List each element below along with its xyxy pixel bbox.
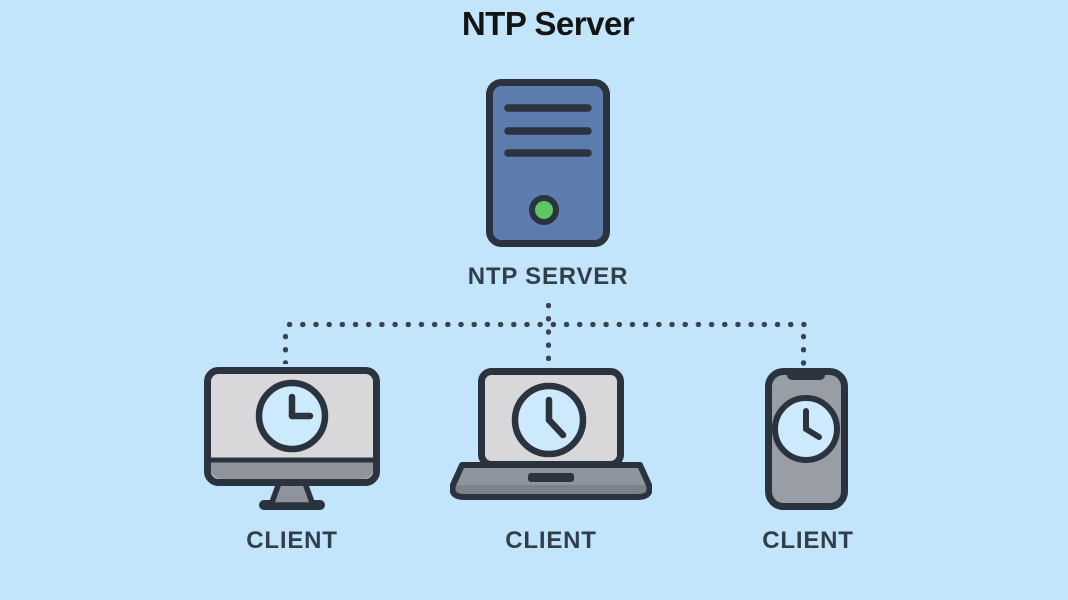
desktop-monitor-svg	[204, 367, 380, 510]
clock-hand-hour	[803, 426, 822, 440]
laptop-base-outline	[449, 462, 653, 500]
laptop-base-lip	[453, 485, 649, 495]
led-light	[535, 201, 553, 219]
connector-drop-left	[282, 330, 289, 364]
client-label: CLIENT	[505, 527, 597, 554]
client-label: CLIENT	[762, 527, 854, 554]
desktop-monitor-icon	[203, 366, 381, 517]
laptop-notch	[528, 473, 574, 482]
smartphone-icon	[763, 366, 851, 519]
server-label: NTP SERVER	[467, 263, 629, 290]
smartphone-svg	[765, 368, 848, 510]
connector-bus-line	[283, 321, 811, 328]
connector-trunk-line	[545, 299, 552, 361]
server-tower-svg	[486, 79, 610, 247]
page-title: NTP Server	[461, 5, 635, 42]
monitor-stand	[268, 480, 316, 508]
laptop-svg	[449, 368, 653, 500]
server-tower-icon	[486, 79, 610, 252]
phone-notch	[787, 369, 825, 380]
connector-drop-right	[800, 330, 807, 368]
clock-hand-hour	[545, 416, 567, 439]
client-label: CLIENT	[246, 527, 338, 554]
laptop-icon	[449, 366, 653, 511]
monitor-bottom-bar	[211, 460, 373, 479]
server-body	[486, 79, 610, 247]
monitor-frame	[204, 367, 380, 486]
